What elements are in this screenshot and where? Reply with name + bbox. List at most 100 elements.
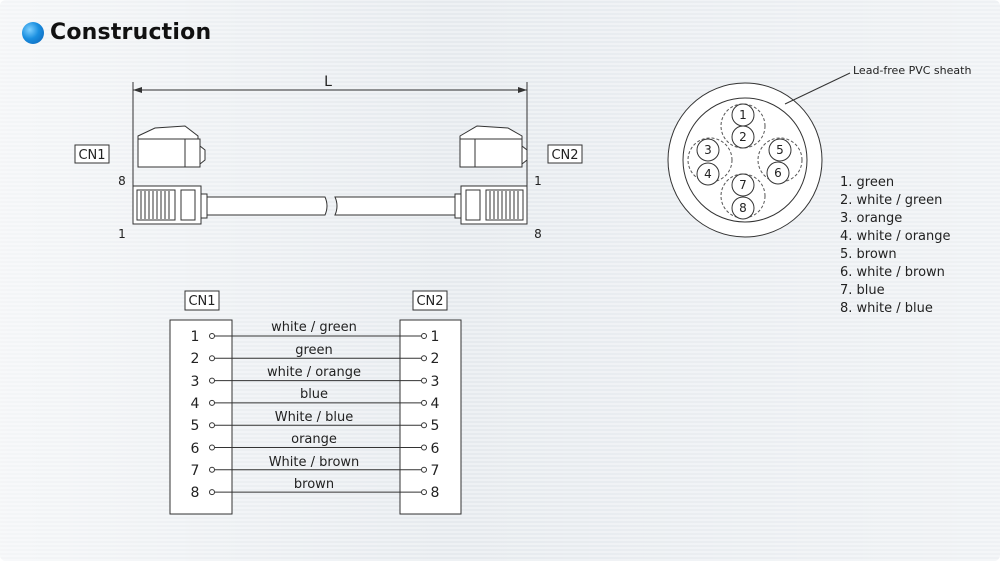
legend-item: 3. orange bbox=[840, 211, 902, 226]
right-terminal bbox=[421, 355, 427, 362]
wiring-diagram bbox=[169, 290, 462, 515]
right-pin-number: 2 bbox=[431, 351, 440, 367]
right-pin-number: 1 bbox=[431, 329, 440, 345]
wiring-cn2-label: CN2 bbox=[416, 294, 443, 309]
sheath-leader-line bbox=[784, 72, 851, 105]
left-terminal bbox=[209, 444, 215, 451]
wire-label: White / brown bbox=[269, 455, 360, 470]
legend-item: 2. white / green bbox=[840, 193, 942, 208]
sheath-label: Lead-free PVC sheath bbox=[853, 64, 971, 77]
wire-label: white / green bbox=[271, 320, 357, 335]
left-pin-number: 2 bbox=[191, 351, 200, 367]
page-title: Construction bbox=[50, 20, 212, 45]
wire-number: 4 bbox=[704, 167, 712, 181]
right-terminal bbox=[421, 399, 427, 406]
right-terminal bbox=[421, 489, 427, 496]
wire-label: brown bbox=[294, 477, 334, 492]
left-pin-number: 7 bbox=[191, 463, 200, 479]
right-terminal bbox=[421, 444, 427, 451]
left-terminal bbox=[209, 333, 215, 339]
cn1-label-box bbox=[74, 144, 110, 164]
right-pin-number: 3 bbox=[431, 374, 440, 390]
legend-item: 5. brown bbox=[840, 247, 897, 262]
wiring-cn2-label-box bbox=[412, 290, 448, 311]
cable-drawing bbox=[74, 82, 583, 225]
left-pin-number: 3 bbox=[191, 374, 200, 390]
wire-number: 5 bbox=[776, 143, 784, 157]
wiring-cn1-block bbox=[169, 319, 233, 515]
left-terminal bbox=[209, 466, 215, 473]
left-terminal bbox=[209, 399, 215, 406]
length-label: L bbox=[324, 74, 332, 90]
cn2-connector-side bbox=[459, 125, 528, 168]
left-terminal bbox=[209, 355, 215, 362]
wire-number: 2 bbox=[739, 130, 747, 144]
wire-label: orange bbox=[291, 432, 337, 447]
right-terminal bbox=[421, 466, 427, 473]
cable-cross-section: 1 2 3 4 5 6 7 8 bbox=[667, 72, 851, 238]
left-pin-number: 5 bbox=[191, 418, 200, 434]
wire-number: 1 bbox=[739, 108, 747, 122]
wire-label: blue bbox=[300, 387, 328, 402]
color-legend: 1. green 2. white / green 3. orange 4. w… bbox=[840, 175, 951, 316]
wire-6 bbox=[766, 161, 790, 185]
legend-item: 1. green bbox=[840, 175, 894, 190]
wiring-left-pins: 1 2 3 4 5 6 7 8 bbox=[191, 329, 200, 501]
wire-8 bbox=[731, 196, 755, 220]
wire-number: 8 bbox=[739, 201, 747, 215]
wire-7 bbox=[731, 173, 755, 197]
left-pin-number: 4 bbox=[191, 396, 200, 412]
cn2-label: CN2 bbox=[551, 148, 578, 163]
pair-outlines bbox=[687, 103, 803, 219]
dimension-arrow-right-icon bbox=[518, 87, 527, 93]
left-terminal bbox=[209, 489, 215, 496]
left-terminal bbox=[209, 422, 215, 429]
right-terminal bbox=[421, 422, 427, 429]
wiring-right-pins: 1 2 3 4 5 6 7 8 bbox=[431, 329, 440, 501]
wire-labels: white / green green white / orange blue … bbox=[267, 320, 361, 492]
wire-5 bbox=[768, 138, 792, 162]
cn2-connector-plug bbox=[454, 185, 528, 225]
wiring-cn1-label: CN1 bbox=[188, 294, 215, 309]
title-bullet-icon bbox=[22, 21, 44, 44]
cn2-label-box bbox=[547, 144, 583, 164]
wire-number: 6 bbox=[774, 166, 782, 180]
wire-lines bbox=[209, 333, 427, 496]
cable-body bbox=[206, 196, 456, 216]
wire-3 bbox=[696, 138, 720, 162]
wire-label: White / blue bbox=[275, 410, 354, 425]
wire-number: 7 bbox=[739, 178, 747, 192]
right-terminal bbox=[421, 377, 427, 384]
left-pin-number: 8 bbox=[191, 485, 200, 501]
cn1-label: CN1 bbox=[78, 148, 105, 163]
wire-number: 3 bbox=[704, 143, 712, 157]
wire-label: green bbox=[295, 343, 333, 358]
right-pin-number: 8 bbox=[431, 485, 440, 501]
right-terminal bbox=[421, 333, 427, 339]
right-pin-number: 6 bbox=[431, 441, 440, 457]
cn2-pin-bottom-label: 8 bbox=[534, 227, 542, 241]
wire-2 bbox=[731, 125, 755, 149]
right-pin-number: 7 bbox=[431, 463, 440, 479]
cn2-pin-top-label: 1 bbox=[534, 174, 542, 188]
cn1-pin-top-label: 8 bbox=[118, 174, 126, 188]
legend-item: 8. white / blue bbox=[840, 301, 933, 316]
cn1-connector-side bbox=[137, 125, 206, 168]
legend-item: 6. white / brown bbox=[840, 265, 945, 280]
right-pin-number: 4 bbox=[431, 396, 440, 412]
cn1-pin-bottom-label: 1 bbox=[118, 227, 126, 241]
wire-label: white / orange bbox=[267, 365, 361, 380]
right-pin-number: 5 bbox=[431, 418, 440, 434]
wiring-cn2-block bbox=[399, 319, 462, 515]
legend-item: 7. blue bbox=[840, 283, 885, 298]
left-pin-number: 1 bbox=[191, 329, 200, 345]
wire-circles bbox=[696, 103, 792, 220]
left-pin-number: 6 bbox=[191, 441, 200, 457]
wire-4 bbox=[696, 162, 720, 186]
cn1-connector-plug bbox=[132, 185, 208, 225]
left-terminal bbox=[209, 377, 215, 384]
legend-item: 4. white / orange bbox=[840, 229, 951, 244]
title-bar: Construction bbox=[22, 20, 211, 45]
